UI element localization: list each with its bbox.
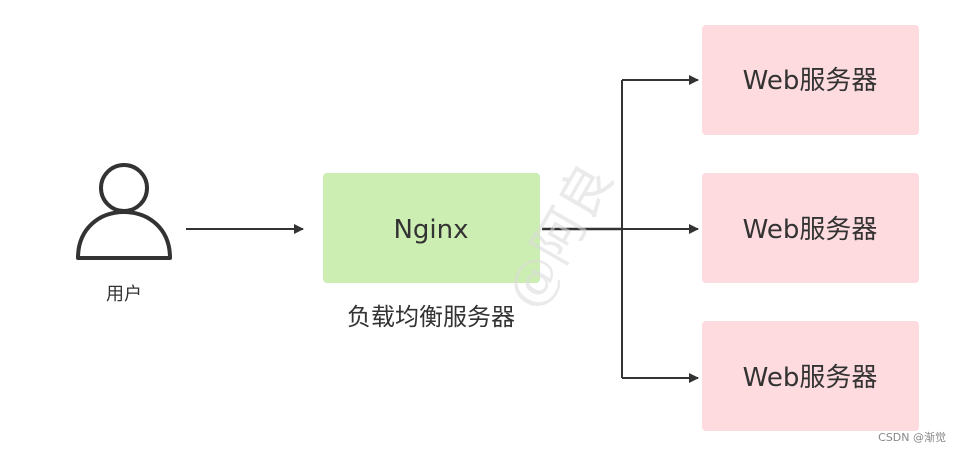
nginx-node-box [323, 173, 540, 283]
credit-label: CSDN @渐觉 [878, 430, 946, 444]
web-server-box [702, 25, 919, 135]
web-server-node[interactable]: Web服务器 [702, 173, 919, 283]
person-icon [76, 163, 172, 260]
edges-nginx-to-web [542, 75, 699, 383]
web-server-label: Web服务器 [743, 215, 878, 245]
nginx-caption: 负载均衡服务器 [347, 303, 515, 331]
web-server-node[interactable]: Web服务器 [702, 25, 919, 135]
web-server-box [702, 321, 919, 431]
web-server-box [702, 173, 919, 283]
web-server-node[interactable]: Web服务器 [702, 321, 919, 431]
nginx-node[interactable]: Nginx [323, 173, 540, 283]
web-server-label: Web服务器 [743, 363, 878, 393]
nginx-node-label: Nginx [393, 215, 468, 245]
web-server-label: Web服务器 [743, 66, 878, 96]
user-label: 用户 [106, 284, 142, 305]
